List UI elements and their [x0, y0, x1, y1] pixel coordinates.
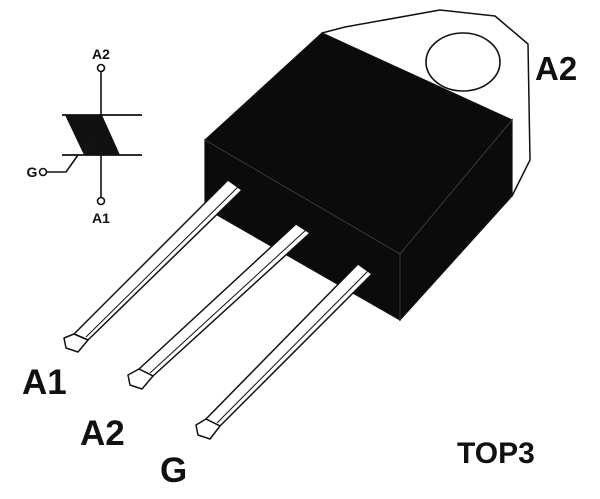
pin-label-a2: A2 [80, 414, 125, 453]
pin-g [195, 263, 373, 440]
pin-a1-tip [63, 333, 89, 353]
pin-a1-edge [85, 184, 241, 338]
symbol-label-a2: A2 [92, 46, 110, 62]
symbol-label-a1: A1 [92, 210, 110, 226]
terminal-a2-node [96, 63, 106, 73]
pin-label-g: G [160, 451, 187, 490]
terminal-g-node [38, 167, 48, 177]
symbol-label-g: G [27, 164, 38, 180]
top3-package [63, 9, 531, 440]
package-name: TOP3 [457, 437, 535, 470]
diode-up-triangle [65, 115, 103, 155]
pin-g-edge [216, 269, 370, 424]
pin-a1 [63, 179, 243, 353]
gate-lead [47, 154, 79, 173]
diode-down-triangle [84, 115, 120, 155]
tab-label-a2: A2 [535, 50, 577, 87]
pin-label-a1: A1 [22, 363, 67, 402]
pin-a2-edge [149, 228, 308, 374]
mounting-hole [425, 32, 501, 92]
pin-a2 [127, 223, 311, 390]
pin-a2-tip [127, 368, 154, 390]
terminal-a1-node [96, 196, 106, 206]
triac-symbol: A2 A1 G [27, 46, 142, 226]
pin-g-tip [195, 418, 221, 440]
